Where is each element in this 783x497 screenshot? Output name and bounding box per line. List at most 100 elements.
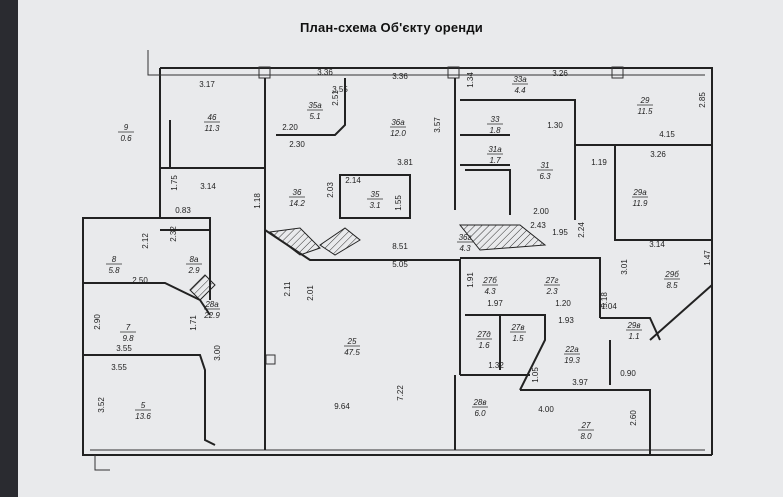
dimension-label: 2.50 <box>132 276 148 285</box>
room-number: 35а <box>308 101 322 110</box>
room-number: 28в <box>472 398 486 407</box>
dimension-label: 3.26 <box>552 69 568 78</box>
room-area: 11.3 <box>205 124 221 133</box>
dimension-label: 2.85 <box>698 92 707 108</box>
room-area: 12.0 <box>390 129 406 138</box>
dimension-label: 1.75 <box>170 175 179 191</box>
room-number: 8а <box>190 255 199 264</box>
room-number: 27д <box>476 330 491 339</box>
dimension-label: 3.52 <box>97 397 106 413</box>
dimension-label: 3.81 <box>397 158 413 167</box>
dimension-label: 3.14 <box>649 240 665 249</box>
room-area: 1.7 <box>489 156 501 165</box>
dimension-label: 2.51 <box>331 90 340 106</box>
room-number: 28а <box>204 300 219 309</box>
dimension-label: 3.55 <box>332 85 348 94</box>
dimension-label: 3.55 <box>111 363 127 372</box>
room-number: 27б <box>482 276 497 285</box>
room-number: 8 <box>112 255 117 264</box>
dimension-label: 5.18 <box>600 292 609 308</box>
room-area: 9.8 <box>122 334 134 343</box>
dimension-label: 1.55 <box>394 195 403 211</box>
room-number: 35 <box>371 190 380 199</box>
dimension-label: 5.05 <box>392 260 408 269</box>
room-number: 27в <box>510 323 524 332</box>
room-area: 11.5 <box>638 107 654 116</box>
room-area: 1.6 <box>478 341 490 350</box>
dimension-label: 2.90 <box>93 314 102 330</box>
dimension-label: 1.47 <box>703 250 712 266</box>
room-number: 27г <box>545 276 559 285</box>
room-area: 5.1 <box>309 112 320 121</box>
room-area: 14.2 <box>289 199 305 208</box>
room-number: 9 <box>124 123 129 132</box>
dimension-label: 9.64 <box>334 402 350 411</box>
dimension-label: 1.93 <box>558 316 574 325</box>
dimension-label: 4.00 <box>538 405 554 414</box>
room-number: 29а <box>632 188 647 197</box>
dimension-label: 3.36 <box>317 68 333 77</box>
dimension-label: 1.34 <box>466 72 475 88</box>
room-number: 29б <box>664 270 679 279</box>
room-area: 8.0 <box>580 432 592 441</box>
room-area: 1.5 <box>512 334 524 343</box>
hatched-areas <box>189 224 547 301</box>
room-area: 0.6 <box>120 134 132 143</box>
dimension-label: 2.00 <box>533 207 549 216</box>
room-area: 3.1 <box>369 201 380 210</box>
room-number: 36 <box>293 188 302 197</box>
dimension-label: 3.55 <box>116 344 132 353</box>
room-area: 4.4 <box>514 86 526 95</box>
dimension-label: 1.95 <box>552 228 568 237</box>
dimension-label: 3.00 <box>213 345 222 361</box>
dimension-label: 2.32 <box>169 226 178 242</box>
room-number: 25 <box>347 337 357 346</box>
plan-title: План-схема Об'єкту оренди <box>300 20 483 35</box>
room-number: 29в <box>626 321 640 330</box>
dimension-label: 3.97 <box>572 378 588 387</box>
room-area: 11.9 <box>633 199 649 208</box>
interior-walls <box>83 78 713 455</box>
room-number: 29 <box>640 96 650 105</box>
dimension-label: 1.32 <box>488 361 504 370</box>
dimension-label: 3.17 <box>199 80 215 89</box>
room-area: 4.3 <box>459 244 471 253</box>
dimension-label: 2.11 <box>283 281 292 297</box>
dimension-label: 3.14 <box>200 182 216 191</box>
room-area: 1.8 <box>489 126 501 135</box>
plan-sheet <box>18 0 783 497</box>
room-number: 36г <box>459 233 472 242</box>
dimension-label: 1.71 <box>189 315 198 331</box>
room-number: 33а <box>513 75 527 84</box>
room-area: 22.9 <box>203 311 220 320</box>
dimension-label: 3.01 <box>620 259 629 275</box>
room-number: 22а <box>564 345 579 354</box>
dimension-label: 4.15 <box>659 130 675 139</box>
room-area: 6.3 <box>539 172 551 181</box>
room-area: 5.8 <box>108 266 120 275</box>
room-number: 27 <box>581 421 591 430</box>
dimension-label: 1.19 <box>591 158 607 167</box>
dimension-label: 3.36 <box>392 72 408 81</box>
room-number: 46 <box>208 113 217 122</box>
dimension-label: 0.90 <box>620 369 636 378</box>
dimension-label: 2.43 <box>530 221 546 230</box>
room-number: 36а <box>391 118 405 127</box>
dimension-label: 7.22 <box>396 385 405 401</box>
dimension-label: 1.18 <box>253 193 262 209</box>
dimension-label: 2.01 <box>306 285 315 301</box>
room-area: 47.5 <box>344 348 360 357</box>
room-area: 6.0 <box>474 409 486 418</box>
dimension-label: 8.51 <box>392 242 408 251</box>
dimension-label: 1.04 <box>601 302 617 311</box>
dimension-label: 2.14 <box>345 176 361 185</box>
dimension-label: 2.20 <box>282 123 298 132</box>
dimension-label: 1.97 <box>487 299 503 308</box>
room-number: 31 <box>541 161 550 170</box>
dimension-label: 1.30 <box>547 121 563 130</box>
dimension-label: 0.83 <box>175 206 191 215</box>
room-area: 1.1 <box>628 332 639 341</box>
dimension-label: 2.24 <box>577 222 586 238</box>
